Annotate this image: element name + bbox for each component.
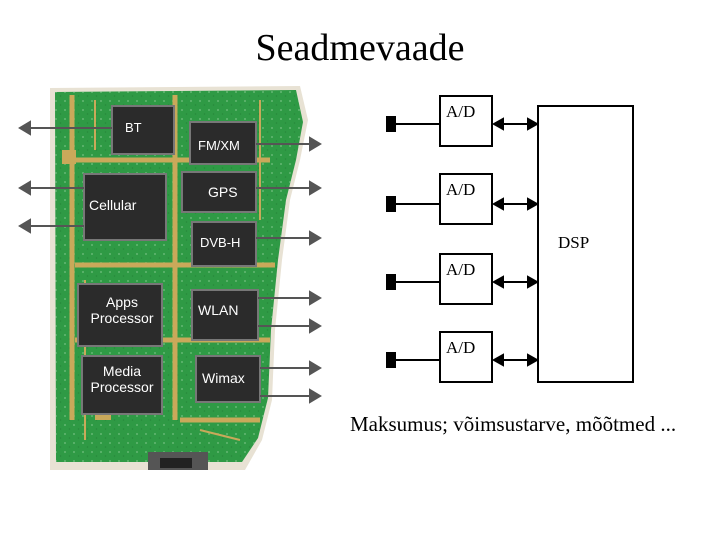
chip-fmxm: FM/XM — [189, 121, 257, 165]
adc-dsp-links — [491, 117, 540, 367]
adc-label-1: A/D — [446, 102, 475, 121]
pcb-board: BT FM/XM Cellular GPS DVB-H Apps Process… — [50, 86, 308, 470]
chip-media-processor: Media Processor — [81, 355, 163, 415]
chip-media-line1: Media — [103, 363, 141, 379]
chip-bt: BT — [111, 105, 175, 155]
adc-block-3: A/D — [386, 253, 493, 305]
chip-gps-label: GPS — [208, 184, 238, 200]
block-diagram: DSP A/D A/D A/D A/D — [386, 95, 634, 383]
dsp-label: DSP — [558, 233, 589, 252]
chip-media-line2: Processor — [90, 379, 153, 395]
adc-block-1: A/D — [386, 95, 493, 147]
chip-apps-line1: Apps — [106, 294, 138, 310]
adc-label-4: A/D — [446, 338, 475, 357]
caption-text: Maksumus; võimsustarve, mõõtmed ... — [350, 412, 677, 436]
chip-cellular-label: Cellular — [89, 197, 137, 213]
adc-block-2: A/D — [386, 173, 493, 225]
chip-wimax: Wimax — [195, 355, 261, 403]
page-title: Seadmevaade — [255, 27, 465, 69]
chip-bt-label: BT — [125, 120, 142, 135]
chip-gps: GPS — [181, 171, 257, 213]
adc-label-3: A/D — [446, 260, 475, 279]
adc-label-2: A/D — [446, 180, 475, 199]
chip-dvbh-label: DVB-H — [200, 235, 240, 250]
dsp-block — [537, 105, 634, 383]
chip-cellular: Cellular — [83, 173, 167, 241]
antenna-arrows — [18, 120, 322, 404]
chip-dvbh: DVB-H — [191, 221, 257, 267]
chip-wimax-label: Wimax — [202, 370, 245, 386]
chip-wlan-label: WLAN — [198, 302, 238, 318]
chip-wlan: WLAN — [191, 289, 259, 341]
adc-block-4: A/D — [386, 331, 493, 383]
chip-apps-processor: Apps Processor — [77, 283, 163, 347]
chip-fmxm-label: FM/XM — [198, 138, 240, 153]
chip-apps-line2: Processor — [90, 310, 153, 326]
